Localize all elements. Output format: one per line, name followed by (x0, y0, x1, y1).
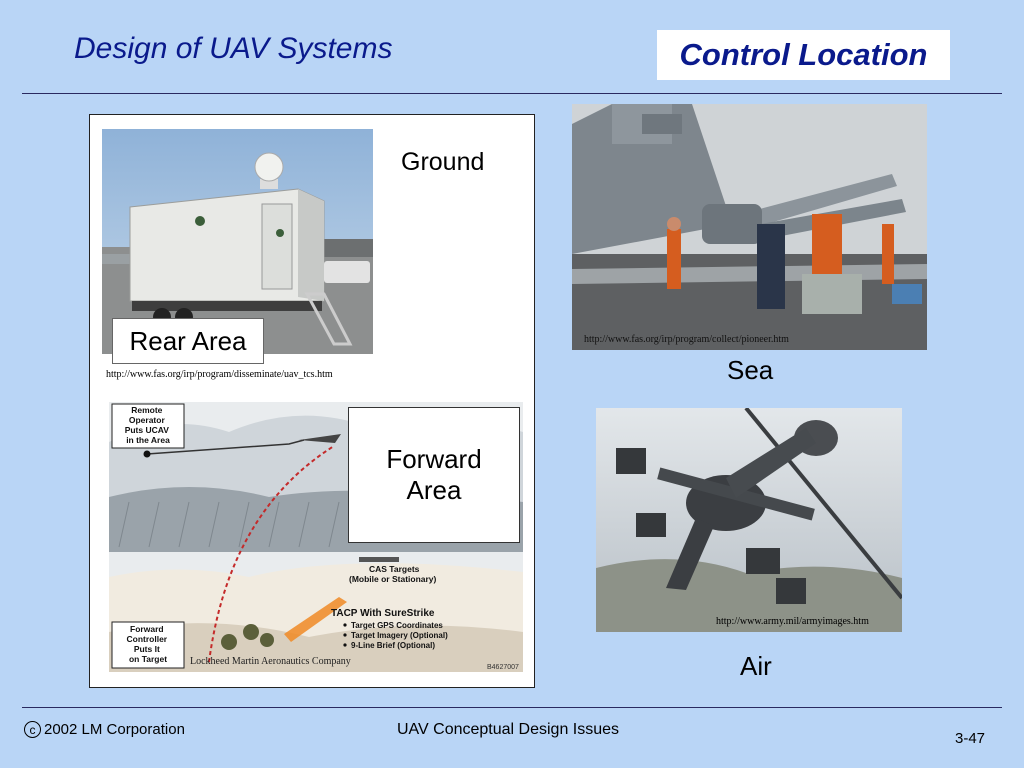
cas-mode-label: (Mobile or Stationary) (349, 574, 437, 584)
footer-title: UAV Conceptual Design Issues (397, 721, 620, 738)
footer-divider (22, 707, 1002, 708)
svg-text:Target GPS Coordinates T: Target GPS Coordinates Target Imagery (O… (351, 621, 450, 650)
svg-text:Forward Controller: Forward Controller Puts It on Target (127, 624, 170, 664)
remote-operator-line-3: Puts UCAV (125, 425, 170, 435)
copyright-icon: c (24, 721, 41, 738)
topic-title: Control Location (657, 30, 950, 80)
rear-area-source-link[interactable]: http://www.fas.org/irp/program/dissemina… (106, 369, 333, 380)
sea-source-link[interactable]: http://www.fas.org/irp/program/collect/p… (584, 334, 789, 345)
remote-operator-line-1: Remote (131, 405, 162, 415)
rear-area-photo (102, 129, 373, 354)
air-source-link[interactable]: http://www.army.mil/armyimages.htm (716, 616, 869, 627)
forward-area-label-line-1: Forward (386, 444, 482, 474)
slide-title: Design of UAV Systems (74, 32, 393, 65)
rear-area-label: Rear Area (112, 318, 264, 364)
tacp-bullet-2: Target Imagery (Optional) (351, 631, 448, 640)
remote-operator-line-2: Operator (129, 415, 166, 425)
tacp-title: TACP With SureStrike (331, 608, 435, 619)
forward-controller-line-2: Controller (127, 634, 168, 644)
page-number: 3-47 (955, 730, 986, 747)
forward-area-label: Forward Area (348, 407, 520, 543)
sea-photo (572, 104, 927, 350)
header-divider (22, 93, 1002, 94)
ground-label: Ground (401, 148, 485, 176)
sea-label: Sea (727, 355, 774, 385)
tacp-bullet-1: Target GPS Coordinates (351, 621, 443, 630)
forward-area-label-line-2: Area (406, 475, 462, 505)
forward-controller-line-4: on Target (129, 654, 167, 664)
figure-code: B4627007 (487, 664, 519, 671)
footer-copyright: c 2002 LM Corporation (24, 721, 185, 738)
remote-operator-line-4: in the Area (126, 435, 170, 445)
air-photo (596, 408, 902, 632)
svg-text:Remote Operator Pu: Remote Operator Puts UCAV in the Area (125, 405, 172, 445)
copyright-text: 2002 LM Corporation (44, 721, 185, 738)
forward-controller-line-1: Forward (130, 624, 164, 634)
cas-targets-label: CAS Targets (369, 564, 420, 574)
forward-controller-line-3: Puts It (134, 644, 160, 654)
tacp-bullet-3: 9-Line Brief (Optional) (351, 641, 435, 650)
diagram-credit: Lockheed Martin Aeronautics Company (190, 656, 351, 667)
air-label: Air (740, 651, 772, 681)
